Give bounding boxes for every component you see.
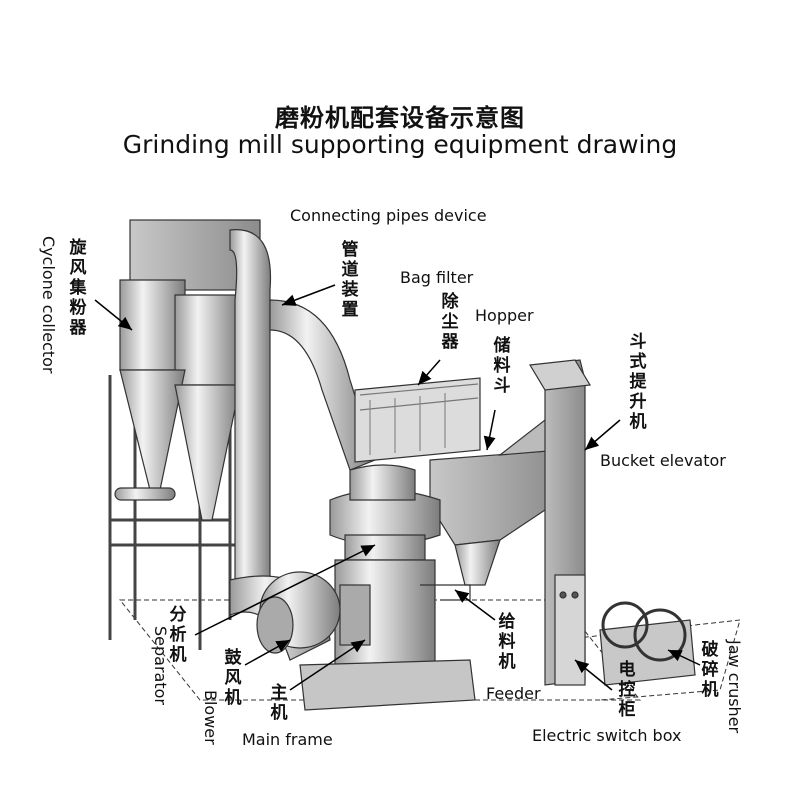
title-chinese: 磨粉机配套设备示意图: [275, 104, 525, 132]
label-blower-cn: 鼓风机: [224, 648, 242, 708]
blower: [256, 571, 341, 654]
label-cyclone-en: Cyclone collector: [39, 236, 58, 374]
label-bucket-elevator-cn: 斗式提升机: [629, 332, 647, 432]
label-bag-filter-cn: 除尘器: [441, 292, 459, 352]
label-hopper-cn: 储料斗: [493, 336, 511, 396]
label-jaw-crusher-cn: 破碎机: [701, 640, 719, 700]
label-main-frame-cn: 主机: [270, 683, 288, 723]
main-frame-mill: [299, 464, 476, 711]
label-connecting-pipes-cn: 管道装置: [341, 240, 359, 320]
jaw-crusher: [599, 601, 696, 686]
label-jaw-crusher-en: Jaw crusher: [725, 640, 744, 734]
label-pointers: [94, 284, 701, 691]
label-bucket-elevator-en: Bucket elevator: [600, 451, 726, 470]
label-cyclone-cn: 旋风集粉器: [69, 238, 87, 338]
label-feeder-en: Feeder: [486, 684, 541, 703]
label-feeder-cn: 给料机: [498, 612, 516, 672]
label-bag-filter-en: Bag filter: [400, 268, 474, 287]
title-english: Grinding mill supporting equipment drawi…: [122, 130, 678, 159]
label-separator-en: Separator: [151, 626, 170, 705]
label-switch-box-en: Electric switch box: [532, 726, 682, 745]
label-connecting-pipes-en: Connecting pipes device: [290, 206, 487, 225]
label-switch-box-cn: 电控柜: [618, 660, 636, 720]
label-hopper-en: Hopper: [475, 306, 534, 325]
label-separator-cn: 分析机: [169, 605, 187, 665]
bag-filter: [354, 377, 481, 463]
label-main-frame-en: Main frame: [242, 730, 333, 749]
electric-switch-box: [554, 574, 586, 686]
label-blower-en: Blower: [201, 690, 220, 745]
